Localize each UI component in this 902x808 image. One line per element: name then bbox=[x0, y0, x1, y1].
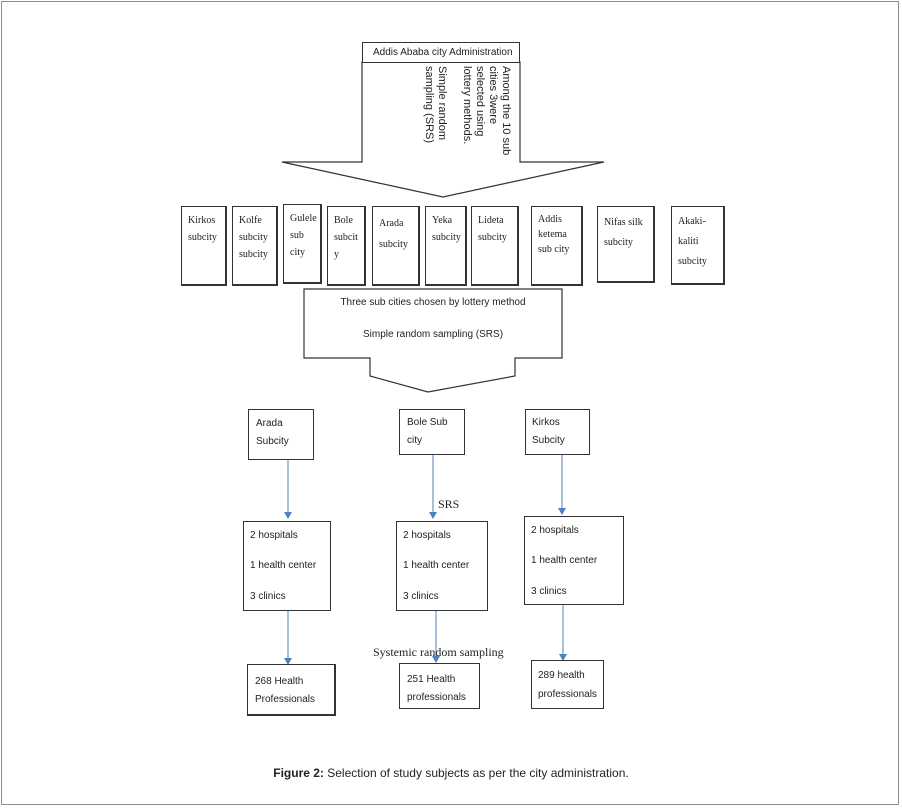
selected-label: Arada bbox=[256, 418, 283, 429]
systematic-sampling-label: Systemic random sampling bbox=[373, 645, 504, 659]
result-line2: professionals bbox=[407, 692, 466, 703]
subcity-box-arada: Arada subcity bbox=[372, 206, 420, 286]
subcity-label: y bbox=[334, 249, 339, 260]
city-administration-box: Addis Ababa city Administration bbox=[362, 42, 520, 63]
caption-text: Selection of study subjects as per the c… bbox=[323, 766, 629, 780]
result-box-bole: 251 Health professionals bbox=[399, 663, 480, 709]
rotated-text-3: selected using bbox=[474, 66, 486, 137]
subcity-label: Kolfe bbox=[239, 215, 262, 226]
middle-text-line2: Simple random sampling (SRS) bbox=[362, 329, 504, 340]
hospitals-count: 2 hospitals bbox=[250, 530, 298, 541]
health-center-count: 1 health center bbox=[250, 560, 317, 571]
health-center-count: 1 health center bbox=[403, 560, 470, 571]
subcity-label: subcity bbox=[478, 232, 507, 243]
hospitals-count: 2 hospitals bbox=[531, 525, 579, 536]
subcity-label: subcity bbox=[432, 232, 461, 243]
subcity-label: subcit bbox=[334, 232, 358, 243]
subcity-box-akaki-kaliti: Akaki- kaliti subcity bbox=[671, 206, 725, 285]
selected-label: Subcity bbox=[532, 435, 565, 446]
middle-block-arrow bbox=[303, 288, 563, 393]
subcity-label: Nifas silk bbox=[604, 217, 643, 228]
result-line1: 251 Health bbox=[407, 674, 456, 685]
subcity-label: subcity bbox=[379, 239, 408, 250]
subcity-label: Akaki- bbox=[678, 216, 706, 227]
subcity-label: sub bbox=[290, 230, 304, 241]
facilities-box-kirkos: 2 hospitals 1 health center 3 clinics bbox=[524, 516, 624, 605]
subcity-label: Lideta bbox=[478, 215, 504, 226]
selected-box-arada: Arada Subcity bbox=[248, 409, 314, 460]
subcity-label: Arada bbox=[379, 218, 404, 229]
city-administration-title: Addis Ababa city Administration bbox=[373, 47, 513, 58]
figure-caption: Figure 2: Selection of study subjects as… bbox=[0, 766, 902, 780]
subcity-label: subcity bbox=[239, 232, 268, 243]
subcity-box-nifas-silk: Nifas silk subcity bbox=[597, 206, 655, 283]
selected-label: city bbox=[407, 435, 422, 446]
result-line2: professionals bbox=[538, 689, 597, 700]
rotated-text-6: sampling (SRS) bbox=[423, 66, 435, 144]
facilities-box-arada: 2 hospitals 1 health center 3 clinics bbox=[243, 521, 331, 611]
result-line1: 289 health bbox=[538, 670, 585, 681]
rotated-text-1: Among the 10 sub bbox=[500, 66, 512, 156]
result-line1: 268 Health bbox=[255, 676, 304, 687]
subcity-box-bole: Bole subcit y bbox=[327, 206, 366, 286]
rotated-text-2: cities 3were bbox=[487, 66, 499, 125]
result-line2: Professionals bbox=[255, 694, 316, 705]
rotated-text-4: lottery methods. bbox=[461, 66, 473, 145]
selected-label: Subcity bbox=[256, 436, 289, 447]
subcity-label: subcity bbox=[188, 232, 217, 243]
selected-label: Bole Sub bbox=[407, 417, 448, 428]
subcity-box-lideta: Lideta subcity bbox=[471, 206, 519, 286]
subcity-label: Yeka bbox=[432, 215, 453, 226]
subcity-box-kirkos: Kirkos subcity bbox=[181, 206, 227, 286]
subcity-box-addis-ketema: Addis ketema sub city bbox=[531, 206, 583, 286]
rotated-text-5: Simple random bbox=[436, 66, 448, 140]
clinics-count: 3 clinics bbox=[531, 586, 567, 597]
subcity-label: subcity bbox=[604, 237, 633, 248]
result-box-kirkos: 289 health professionals bbox=[531, 660, 604, 709]
srs-label: SRS bbox=[438, 497, 460, 511]
selected-label: Kirkos bbox=[532, 417, 560, 428]
subcity-label: ketema bbox=[538, 229, 567, 240]
subcity-label: sub city bbox=[538, 244, 570, 255]
subcity-label: kaliti bbox=[678, 236, 699, 247]
subcity-label: subcity bbox=[678, 256, 707, 267]
health-center-count: 1 health center bbox=[531, 555, 598, 566]
subcity-label: Addis bbox=[538, 214, 562, 225]
subcity-label: city bbox=[290, 247, 305, 258]
subcity-box-gulele: Gulele sub city bbox=[283, 204, 322, 284]
middle-text-line1: Three sub cities chosen by lottery metho… bbox=[340, 297, 526, 308]
clinics-count: 3 clinics bbox=[403, 591, 439, 602]
subcity-label: Kirkos bbox=[188, 215, 216, 226]
subcity-box-yeka: Yeka subcity bbox=[425, 206, 467, 286]
selected-box-bole: Bole Sub city bbox=[399, 409, 465, 455]
hospitals-count: 2 hospitals bbox=[403, 530, 451, 541]
caption-label: Figure 2: bbox=[273, 766, 324, 780]
clinics-count: 3 clinics bbox=[250, 591, 286, 602]
result-box-arada: 268 Health Professionals bbox=[247, 664, 336, 716]
subcity-label: subcity bbox=[239, 249, 268, 260]
selected-box-kirkos: Kirkos Subcity bbox=[525, 409, 590, 455]
facilities-box-bole: 2 hospitals 1 health center 3 clinics bbox=[396, 521, 488, 611]
subcity-label: Bole bbox=[334, 215, 353, 226]
subcity-label: Gulele bbox=[290, 213, 317, 224]
subcity-box-kolfe: Kolfe subcity subcity bbox=[232, 206, 278, 286]
top-block-arrow bbox=[281, 61, 605, 198]
